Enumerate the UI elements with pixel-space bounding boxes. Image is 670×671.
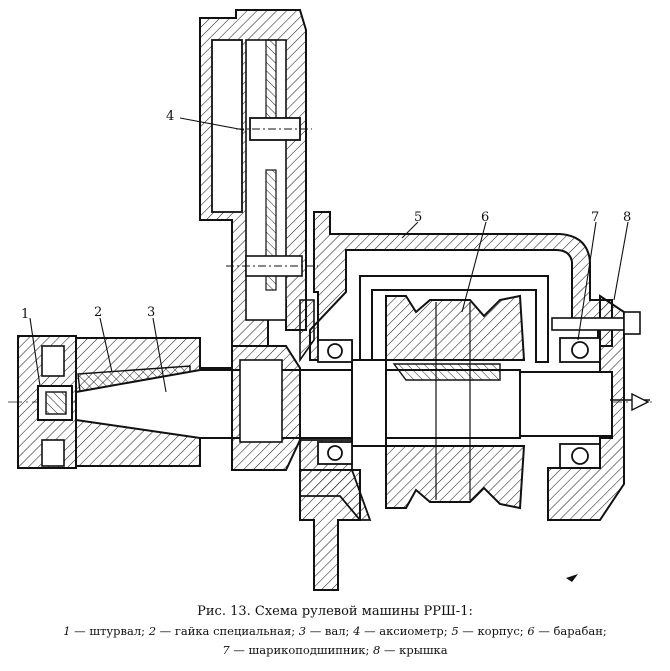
label-1: 1 bbox=[21, 307, 29, 322]
legend-num-5: 5 bbox=[451, 624, 459, 638]
legend-num-8: 8 bbox=[373, 643, 381, 657]
direction-mark bbox=[566, 574, 578, 582]
label-5: 5 bbox=[414, 210, 422, 225]
label-7: 7 bbox=[591, 210, 599, 225]
legend-text-1: — штурвал; bbox=[74, 624, 146, 638]
figure-legend-line-2: 7 — шарикоподшипник; 8 — крышка bbox=[0, 643, 670, 657]
label-8: 8 bbox=[623, 210, 631, 225]
legend-text-6: — барабан; bbox=[538, 624, 607, 638]
legend-num-1: 1 bbox=[63, 624, 71, 638]
legend-text-3: — вал; bbox=[309, 624, 350, 638]
legend-num-3: 3 bbox=[298, 624, 307, 638]
drum bbox=[359, 275, 549, 510]
legend-num-4: 4 bbox=[353, 624, 361, 638]
figure-caption-title: Рис. 13. Схема рулевой машины РРШ-1: bbox=[197, 604, 473, 619]
cover bbox=[547, 294, 650, 521]
legend-num-6: 6 bbox=[527, 624, 535, 638]
legend-text-5: — корпус; bbox=[462, 624, 524, 638]
legend-num-7: 7 bbox=[222, 643, 230, 657]
steering-machine-drawing: 1 2 3 4 5 6 7 8 bbox=[8, 9, 655, 591]
label-6: 6 bbox=[481, 210, 489, 225]
left-bearing bbox=[317, 339, 353, 465]
label-2: 2 bbox=[94, 305, 102, 320]
legend-text-8: — крышка bbox=[383, 643, 448, 657]
legend-num-2: 2 bbox=[148, 624, 157, 638]
leader-lines bbox=[29, 117, 629, 393]
label-3: 3 bbox=[147, 305, 155, 320]
legend-text-4: — аксиометр; bbox=[364, 624, 448, 638]
handwheel bbox=[17, 335, 77, 469]
axiometer bbox=[199, 9, 318, 471]
legend-text-2: — гайка специальная; bbox=[159, 624, 296, 638]
figure-legend-line-1: 1 — штурвал; 2 — гайка специальная; 3 — … bbox=[0, 624, 670, 638]
ball-bearing bbox=[559, 337, 601, 469]
legend-text-7: — шарикоподшипник; bbox=[233, 643, 370, 657]
label-4: 4 bbox=[166, 109, 174, 124]
